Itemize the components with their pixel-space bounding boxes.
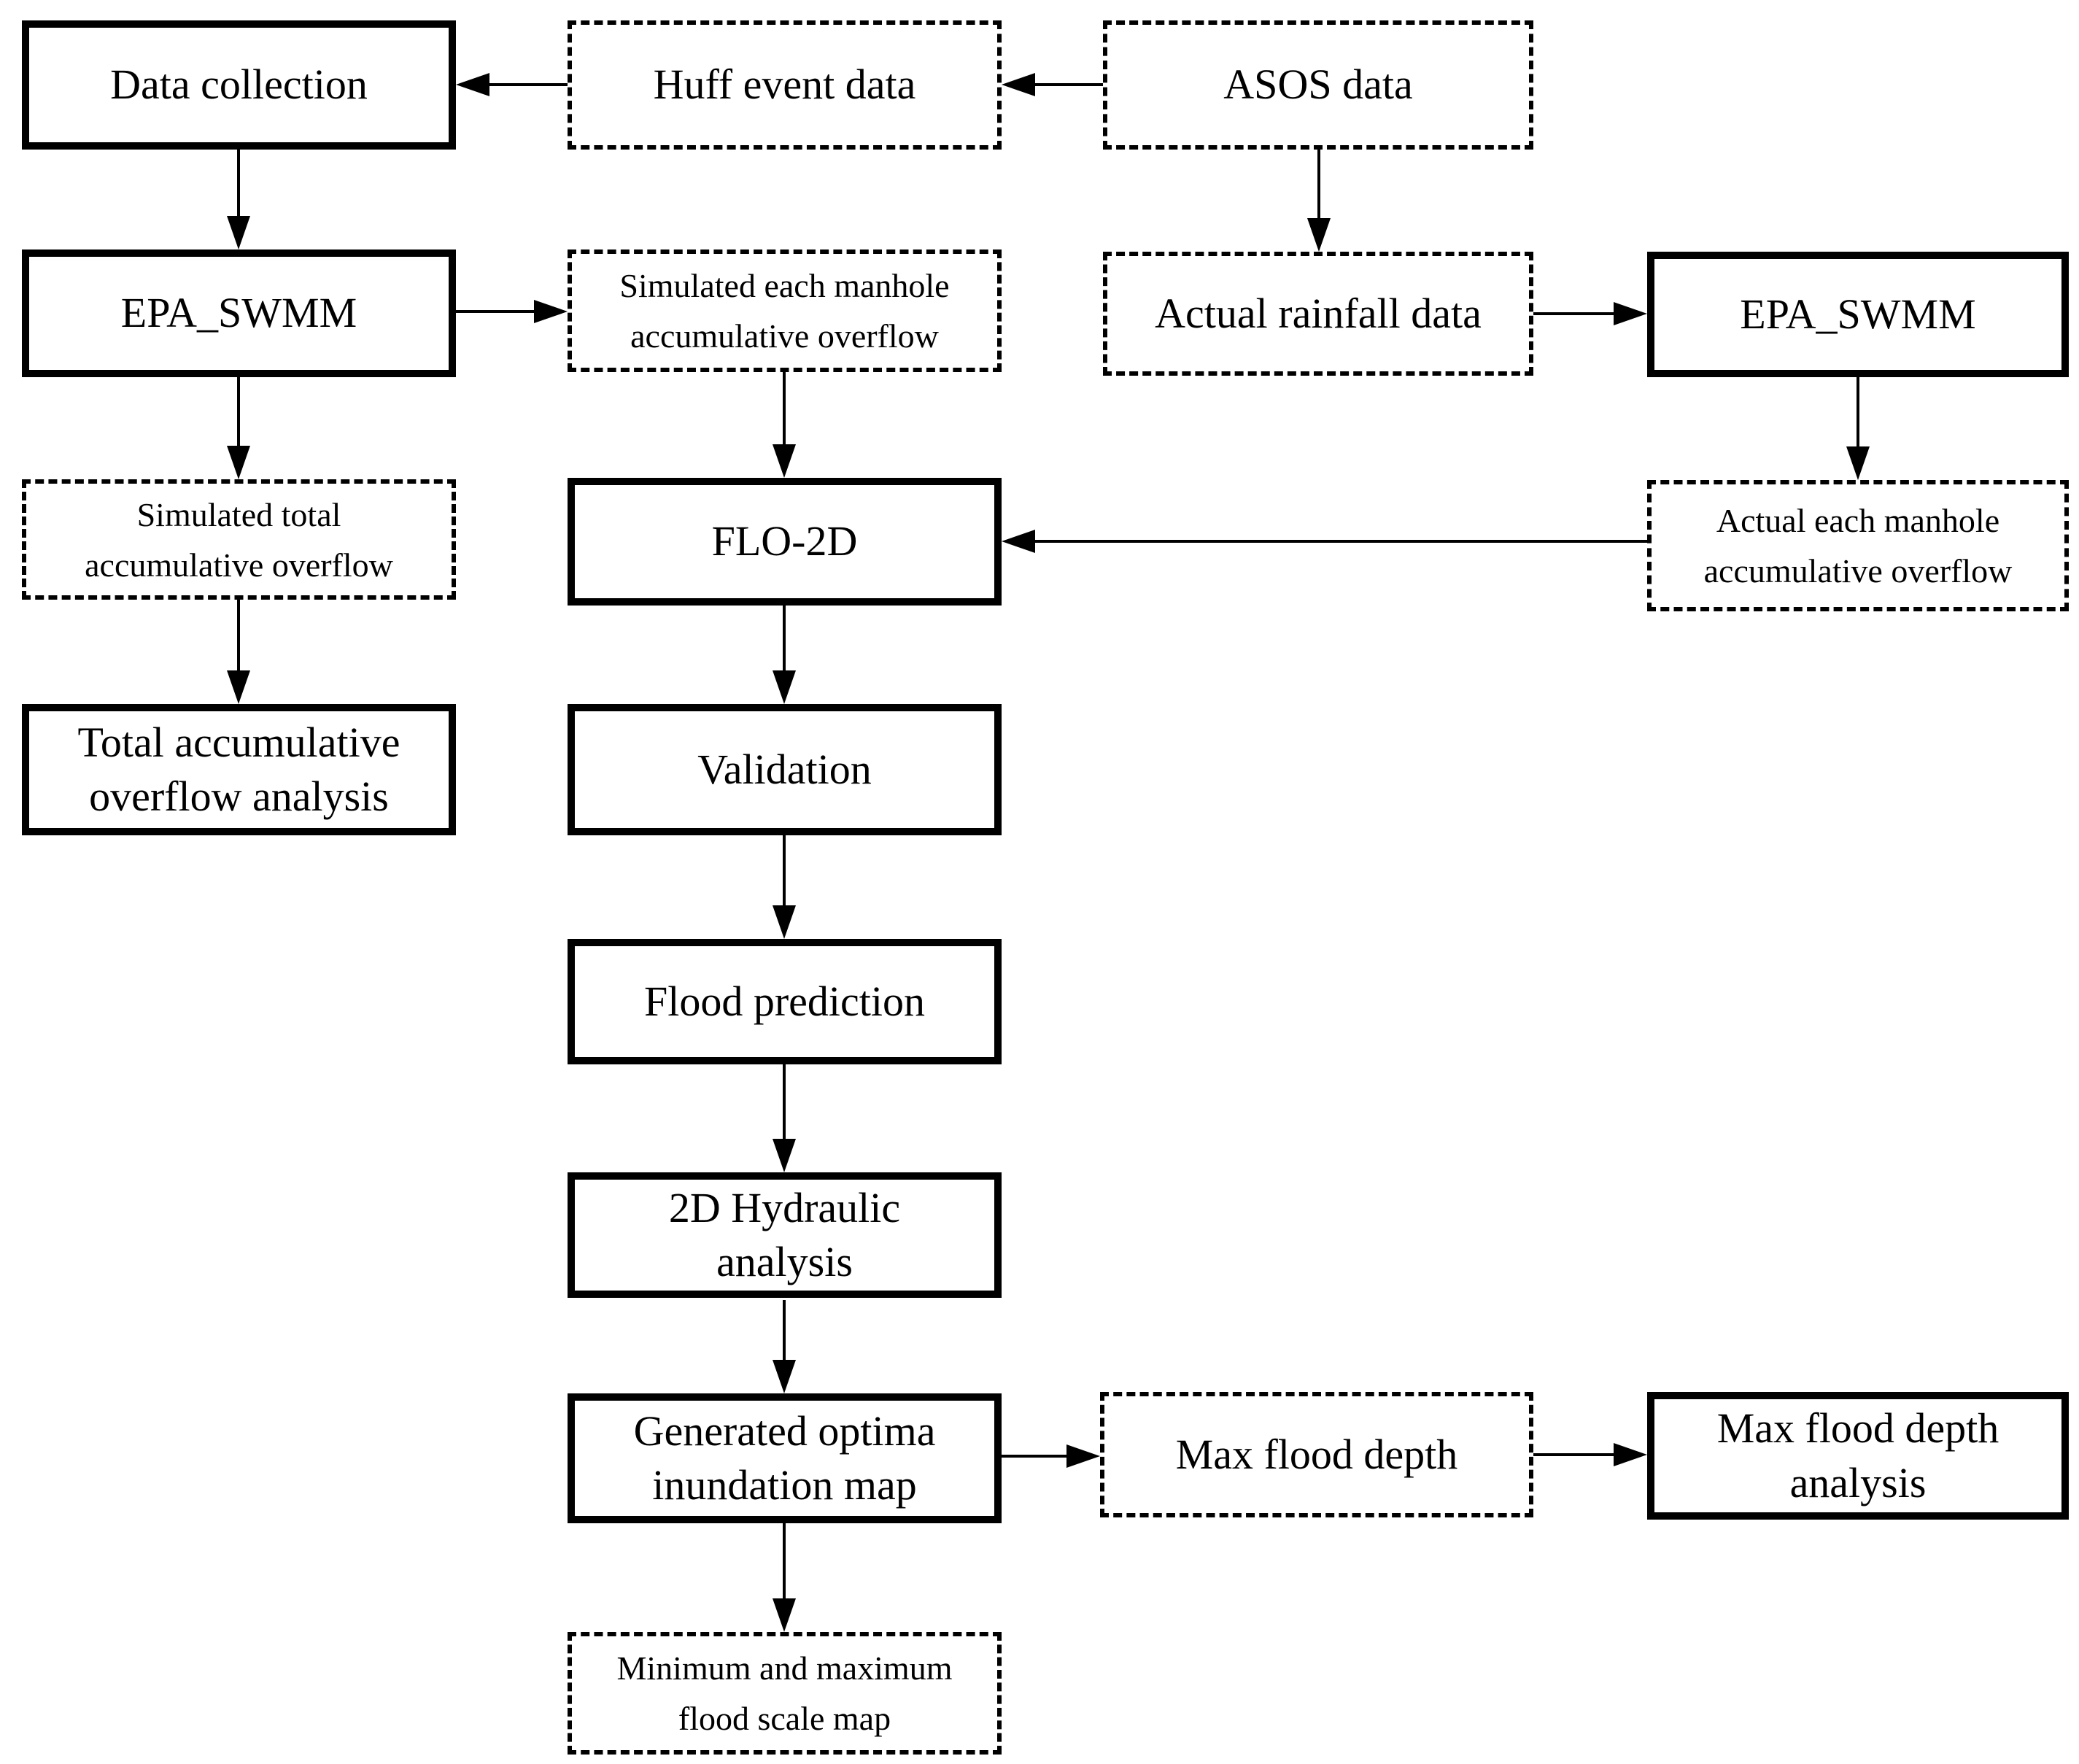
arrow-simeach-to-flo2d-head (773, 444, 796, 478)
box-max-flood-depth-label: Max flood depth (1175, 1430, 1458, 1478)
arrow-simtotal-to-totalanalysis-line (237, 600, 240, 670)
arrow-optima-to-maxdepth-head (1066, 1444, 1100, 1468)
box-actual-each-manhole-label: Actual each manhole accumulative overflo… (1703, 502, 2013, 589)
box-max-flood-depth-analysis: Max flood depth analysis (1647, 1392, 2069, 1520)
arrow-simeach-to-flo2d-line (783, 372, 786, 444)
box-2d-hydraulic: 2D Hydraulic analysis (568, 1172, 1002, 1298)
arrow-actualeach-to-flo2d-line (1035, 540, 1647, 543)
arrow-hydraulic-to-optima-head (773, 1360, 796, 1393)
box-simulated-total-label: Simulated total accumulative overflow (85, 495, 393, 584)
box-2d-hydraulic-label: 2D Hydraulic analysis (668, 1183, 901, 1285)
box-huff-event-data: Huff event data (568, 20, 1002, 150)
arrow-validation-to-floodpred-head (773, 905, 796, 939)
arrow-flo2d-to-validation-head (773, 670, 796, 704)
box-generated-optima-label: Generated optima inundation map (633, 1407, 936, 1509)
arrow-huff-to-datacollection-line (489, 83, 568, 86)
box-total-accumulative: Total accumulative overflow analysis (22, 704, 456, 835)
arrow-validation-to-floodpred-line (783, 835, 786, 905)
box-actual-each-manhole: Actual each manhole accumulative overflo… (1647, 480, 2069, 611)
box-asos-data: ASOS data (1103, 20, 1533, 150)
box-flood-prediction: Flood prediction (568, 939, 1002, 1064)
box-min-max-flood-scale: Minimum and maximum flood scale map (568, 1632, 1002, 1755)
box-actual-rainfall-data-label: Actual rainfall data (1155, 289, 1482, 337)
box-huff-event-data-label: Huff event data (653, 61, 916, 109)
arrow-epaswmm-to-simeach-line (456, 310, 534, 313)
arrow-simtotal-to-totalanalysis-head (227, 670, 250, 704)
arrow-epaswmm-to-actualeach-head (1846, 446, 1870, 480)
box-epa-swmm-right: EPA_SWMM (1647, 252, 2069, 377)
box-max-flood-depth-analysis-label: Max flood depth analysis (1716, 1404, 1999, 1506)
box-actual-rainfall-data: Actual rainfall data (1103, 252, 1533, 376)
box-validation-label: Validation (697, 745, 872, 793)
arrow-maxdepth-to-analysis-head (1614, 1443, 1647, 1466)
box-asos-data-label: ASOS data (1223, 61, 1413, 109)
box-epa-swmm-right-label: EPA_SWMM (1740, 290, 1976, 338)
box-total-accumulative-label: Total accumulative overflow analysis (77, 718, 400, 820)
arrow-floodpred-to-hydraulic-line (783, 1064, 786, 1139)
arrow-hydraulic-to-optima-line (783, 1300, 786, 1360)
arrow-epaswmm-to-simeach-head (534, 300, 568, 323)
arrow-asos-to-rainfall-head (1307, 218, 1331, 252)
arrow-optima-to-minmax-head (773, 1598, 796, 1632)
box-simulated-each-manhole: Simulated each manhole accumulative over… (568, 249, 1002, 372)
box-flo-2d-label: FLO-2D (711, 517, 858, 565)
arrow-rainfall-to-epaswmm-head (1614, 302, 1647, 325)
arrow-datacollection-to-epaswmm-head (227, 216, 250, 249)
arrow-asos-to-huff-head (1002, 73, 1035, 96)
arrow-asos-to-rainfall-line (1317, 150, 1320, 218)
arrow-maxdepth-to-analysis-line (1533, 1453, 1614, 1456)
arrow-asos-to-huff-line (1035, 83, 1103, 86)
box-simulated-total: Simulated total accumulative overflow (22, 479, 456, 600)
arrow-flo2d-to-validation-line (783, 606, 786, 670)
arrow-rainfall-to-epaswmm-line (1533, 312, 1614, 315)
box-validation: Validation (568, 704, 1002, 835)
box-data-collection-label: Data collection (110, 61, 368, 109)
arrow-epaswmm-to-actualeach-line (1857, 377, 1859, 446)
box-generated-optima: Generated optima inundation map (568, 1393, 1002, 1523)
arrow-optima-to-minmax-line (783, 1523, 786, 1598)
arrow-floodpred-to-hydraulic-head (773, 1139, 796, 1172)
arrow-epaswmm-to-simtotal-head (227, 446, 250, 479)
arrow-huff-to-datacollection-head (456, 73, 489, 96)
box-epa-swmm-left: EPA_SWMM (22, 249, 456, 377)
box-flood-prediction-label: Flood prediction (643, 977, 925, 1025)
arrow-datacollection-to-epaswmm-line (237, 150, 240, 216)
box-data-collection: Data collection (22, 20, 456, 150)
box-simulated-each-manhole-label: Simulated each manhole accumulative over… (619, 267, 950, 355)
arrow-actualeach-to-flo2d-head (1002, 530, 1035, 553)
box-min-max-flood-scale-label: Minimum and maximum flood scale map (616, 1649, 953, 1737)
box-flo-2d: FLO-2D (568, 478, 1002, 606)
arrow-epaswmm-to-simtotal-line (237, 377, 240, 446)
arrow-optima-to-maxdepth-line (1002, 1455, 1066, 1458)
box-epa-swmm-left-label: EPA_SWMM (120, 289, 357, 337)
box-max-flood-depth: Max flood depth (1100, 1392, 1533, 1517)
